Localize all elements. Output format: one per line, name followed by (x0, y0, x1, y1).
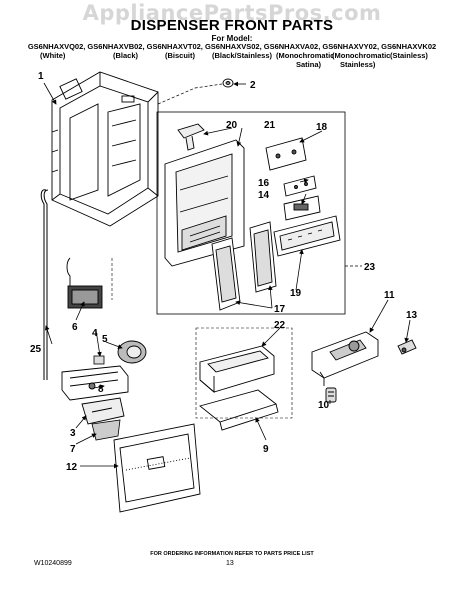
part-2-screw (222, 78, 234, 88)
callout-3: 3 (70, 428, 76, 439)
part-20-clip (177, 123, 205, 151)
callout-25: 25 (30, 344, 42, 355)
model-numbers: GS6NHAXVQ02, GS6NHAXVB02, GS6NHAXVT02, G… (27, 42, 437, 51)
part-13-connector (397, 339, 417, 355)
part-5-motor (117, 340, 147, 364)
callout-14: 14 (258, 190, 270, 201)
part-18-board (265, 137, 307, 171)
callout-5: 5 (102, 334, 108, 345)
callout-4: 4 (92, 328, 98, 339)
part-25-water-tube (40, 189, 49, 380)
callout-9: 9 (263, 444, 269, 455)
part-17-paddle-left (211, 237, 241, 311)
callout-10: 10 (318, 400, 330, 411)
part-1-housing (51, 71, 159, 227)
part-9-tray-base (199, 389, 279, 431)
variant-label: Stainless) (340, 60, 376, 69)
ordering-info-note: FOR ORDERING INFORMATION REFER TO PARTS … (150, 551, 314, 557)
variant-label: (Stainless) (390, 51, 428, 60)
page-title: DISPENSER FRONT PARTS (130, 17, 334, 34)
document-number: W10240899 (34, 560, 72, 567)
part-17-paddle-right (249, 221, 277, 293)
callout-18: 18 (316, 122, 328, 133)
part-7-lever (91, 419, 121, 441)
callout-8: 8 (98, 384, 104, 395)
parts-group-box (156, 111, 346, 315)
callout-6: 6 (72, 322, 78, 333)
watermark: AppliancePartsPros.com (82, 1, 382, 25)
variant-label: (Black) (113, 51, 139, 60)
callout-13: 13 (406, 310, 418, 321)
tray-group-outline (195, 327, 293, 419)
part-14-bracket (283, 195, 321, 221)
part-19-control-panel (273, 215, 341, 257)
callout-19: 19 (290, 288, 302, 299)
part-12-cover (113, 423, 201, 513)
callout-20: 20 (226, 120, 238, 131)
part-3-switch (81, 397, 125, 425)
part-21-frame (164, 139, 245, 267)
callout-22: 22 (274, 320, 286, 331)
callout-17: 17 (274, 304, 286, 315)
variant-label: Satina) (296, 60, 322, 69)
callout-7: 7 (70, 444, 76, 455)
variant-label: (Biscuit) (165, 51, 195, 60)
callout-2: 2 (250, 80, 256, 91)
part-16-switch-board (283, 175, 317, 197)
part-10-spring (325, 387, 337, 403)
callout-1: 1 (38, 71, 44, 82)
callout-11: 11 (384, 290, 395, 301)
page-number: 13 (226, 560, 234, 567)
part-4-bracket (93, 355, 105, 365)
part-6-heater (66, 257, 103, 309)
variant-label: (White) (40, 51, 66, 60)
variant-label: (Black/Stainless) (212, 51, 273, 60)
callout-leaders (43, 81, 411, 469)
variant-label: (Monochromatic (276, 51, 335, 60)
callout-23: 23 (364, 262, 376, 273)
callout-21: 21 (264, 120, 276, 131)
callout-12: 12 (66, 462, 78, 473)
for-model-label: For Model: (211, 34, 253, 43)
part-8-actuator (61, 365, 129, 401)
variant-label: (Monochromatic (332, 51, 391, 60)
part-22-drip-tray (199, 345, 275, 393)
callout-16: 16 (258, 178, 270, 189)
part-11-actuator-assembly (311, 331, 379, 386)
